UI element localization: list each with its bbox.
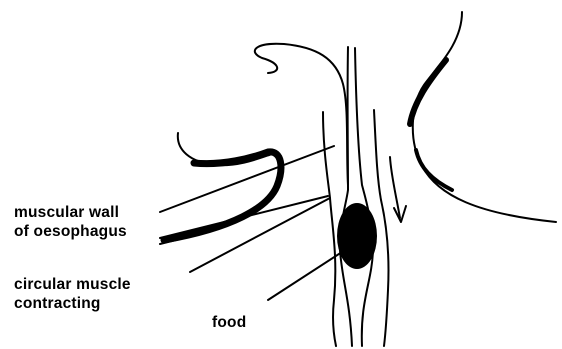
label-food: food — [212, 313, 246, 332]
throat-thick-edge-2 — [416, 150, 452, 190]
label-circular-muscle: circular muscle contracting — [14, 275, 131, 313]
tongue-body — [164, 152, 281, 240]
oesophagus-wall-right-inner — [355, 48, 373, 346]
label-muscular-wall-line2: of oesophagus — [14, 222, 127, 241]
label-circular-muscle-line2: contracting — [14, 294, 131, 313]
label-muscular-wall-line1: muscular wall — [14, 203, 127, 222]
palate-curl — [255, 44, 348, 185]
label-muscular-wall: muscular wall of oesophagus — [14, 203, 127, 241]
throat-outline — [413, 12, 556, 222]
pointer-line-food — [268, 252, 342, 300]
oesophagus-wall-left-inner — [340, 47, 352, 346]
label-circular-muscle-line1: circular muscle — [14, 275, 131, 294]
throat-thick-edge — [410, 60, 446, 124]
food-bolus — [337, 203, 377, 269]
